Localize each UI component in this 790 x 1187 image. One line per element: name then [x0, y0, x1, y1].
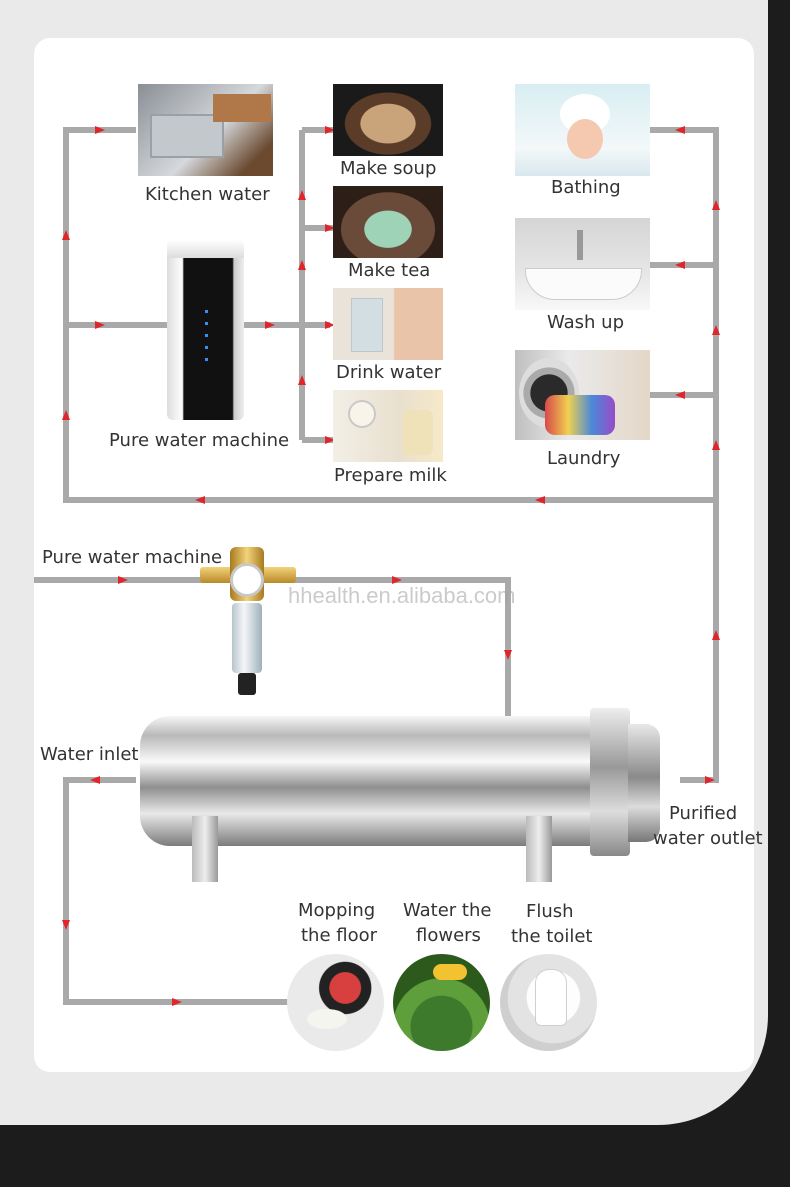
drinking-glass-photo	[333, 288, 443, 360]
pure-water-machine-pipe-label: Pure water machine	[42, 547, 223, 568]
flush-label-line1: Flush	[526, 901, 574, 922]
make-tea-label: Make tea	[348, 260, 431, 281]
mopping-label-line2: the floor	[301, 925, 378, 946]
washbasin-photo	[515, 218, 650, 310]
wash-up-label: Wash up	[547, 312, 625, 333]
bottom-bar	[0, 1152, 790, 1187]
milk-bottle-photo	[333, 390, 443, 462]
purified-label-line2: water outlet	[653, 828, 763, 849]
flowers-label-line2: flowers	[416, 925, 481, 946]
purified-label-line1: Purified	[669, 803, 738, 824]
flowers-label-line1: Water the	[403, 900, 492, 921]
mop-bucket-photo	[287, 954, 384, 1051]
pure-water-machine-top-label: Pure water machine	[109, 430, 290, 451]
pipe-prefilter-line	[34, 577, 511, 718]
brass-prefilter	[200, 545, 296, 705]
watermark: hhealth.en.alibaba.com	[288, 583, 516, 608]
toilet-photo	[500, 954, 597, 1051]
washing-machine-photo	[515, 350, 650, 440]
baby-bathing-photo	[515, 84, 650, 176]
kitchen-sink-photo	[138, 84, 273, 176]
pipe-left-upper	[63, 127, 719, 503]
pipe-outlet-riser	[680, 500, 719, 783]
drink-water-label: Drink water	[336, 362, 442, 383]
flow-arrows	[62, 126, 720, 1006]
bathing-label: Bathing	[551, 177, 621, 198]
soup-pot-photo	[333, 84, 443, 156]
mopping-label-line1: Mopping	[298, 900, 376, 921]
kitchen-water-label: Kitchen water	[145, 184, 270, 205]
pipe-network	[34, 126, 720, 1006]
stainless-filter-tank	[140, 708, 665, 882]
watering-can-photo	[393, 954, 490, 1051]
laundry-label: Laundry	[547, 448, 621, 469]
make-soup-label: Make soup	[340, 158, 437, 179]
water-inlet-label: Water inlet	[40, 744, 139, 765]
prepare-milk-label: Prepare milk	[334, 465, 447, 486]
flush-label-line2: the toilet	[511, 926, 593, 947]
water-purifier-machine	[167, 240, 244, 420]
tea-cup-photo	[333, 186, 443, 258]
